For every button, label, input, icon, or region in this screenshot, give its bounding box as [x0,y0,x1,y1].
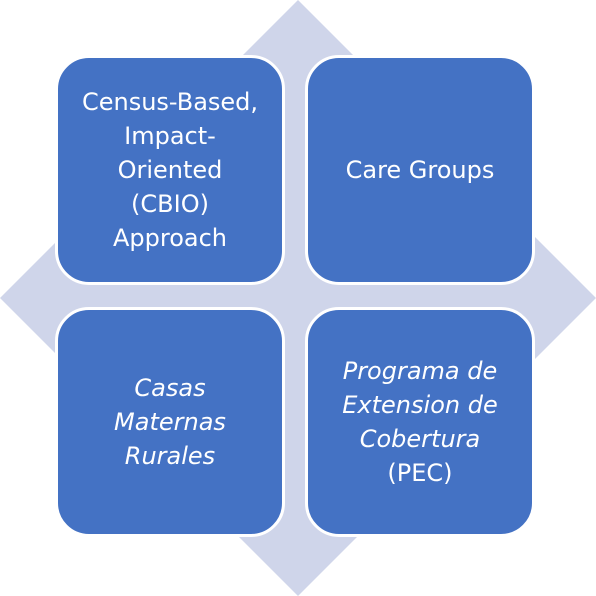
quadrant-label: Census-Based, Impact- Oriented (CBIO) Ap… [82,85,258,255]
quadrant-label-line: (CBIO) [131,190,209,219]
quadrant-label-line: Care Groups [345,155,495,184]
quadrant-label-line: Census-Based, [81,87,259,116]
quadrant-label-line: Casas [134,373,206,402]
quadrant-label-line: Approach [112,224,228,253]
quadrant-label-line: Maternas [114,407,226,436]
quadrant-label-line: Rurales [124,442,216,471]
quadrant-label-line: Programa de [342,356,498,385]
quadrant-label: Programa de Extension de Cobertura (PEC) [342,354,497,490]
quadrant-top-left: Census-Based, Impact- Oriented (CBIO) Ap… [55,55,285,285]
quadrant-bottom-right: Programa de Extension de Cobertura (PEC) [305,307,535,537]
quadrant-label-line: Extension de [342,390,498,419]
quadrant-label-line: (PEC) [387,459,453,488]
quadrant-label: Casas Maternas Rurales [114,371,226,473]
quadrant-label: Care Groups [346,153,495,187]
quadrant-label-line: Impact- [124,121,216,150]
quadrant-bottom-left: Casas Maternas Rurales [55,307,285,537]
quadrant-label-line: Cobertura [359,425,481,453]
quadrant-top-right: Care Groups [305,55,535,285]
quadrant-label-line: Oriented [117,155,223,184]
